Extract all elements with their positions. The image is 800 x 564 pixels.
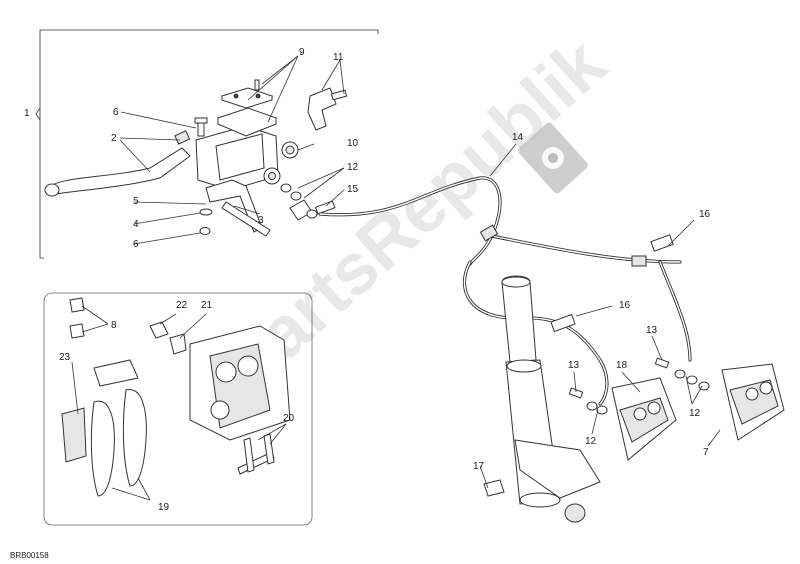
callout-21: 21 [201, 300, 213, 311]
callout-13-left: 13 [568, 360, 580, 371]
callout-3: 3 [258, 215, 264, 226]
callout-14: 14 [512, 132, 524, 143]
gear-icon [518, 122, 588, 194]
callout-17: 17 [473, 461, 485, 472]
callout-16-mid: 16 [619, 300, 631, 311]
leader-lines-right [479, 143, 721, 489]
callout-11: 11 [333, 52, 344, 63]
callout-6: 6 [113, 107, 119, 118]
callout-13-right: 13 [646, 325, 658, 336]
caliper-detail-box [43, 292, 313, 526]
leader-lines-upper [119, 55, 345, 245]
right-calipers [568, 357, 785, 461]
callout-9: 9 [299, 47, 305, 58]
group-bracket-master-cylinder [35, 29, 379, 259]
callout-12-bottom: 12 [585, 436, 597, 447]
callout-23: 23 [59, 352, 71, 363]
callout-5: 5 [133, 196, 139, 207]
callout-20: 20 [283, 413, 295, 424]
callout-18: 18 [616, 360, 628, 371]
callout-19: 19 [158, 502, 170, 513]
callout-7: 7 [703, 447, 709, 458]
callout-15: 15 [347, 184, 359, 195]
callout-6-lower: 6 [133, 239, 139, 250]
brake-hoses [318, 176, 692, 406]
caliper-detail [61, 297, 291, 497]
callout-2: 2 [111, 133, 117, 144]
callout-8: 8 [111, 320, 117, 331]
callout-12-top: 12 [347, 162, 359, 173]
callout-22: 22 [176, 300, 188, 311]
leader-lines-inset [71, 305, 287, 501]
callout-10: 10 [347, 138, 359, 149]
fork-leg [483, 275, 601, 523]
callout-4: 4 [133, 219, 139, 230]
diagram-code: BRB00158 [10, 551, 49, 560]
callout-16-top: 16 [699, 209, 711, 220]
callout-labels: 1 6 2 9 11 10 12 15 5 3 4 6 14 16 16 13 … [24, 47, 711, 513]
callout-1: 1 [24, 108, 30, 119]
callout-12-right: 12 [689, 408, 701, 419]
master-cylinder-assembly [44, 79, 348, 237]
